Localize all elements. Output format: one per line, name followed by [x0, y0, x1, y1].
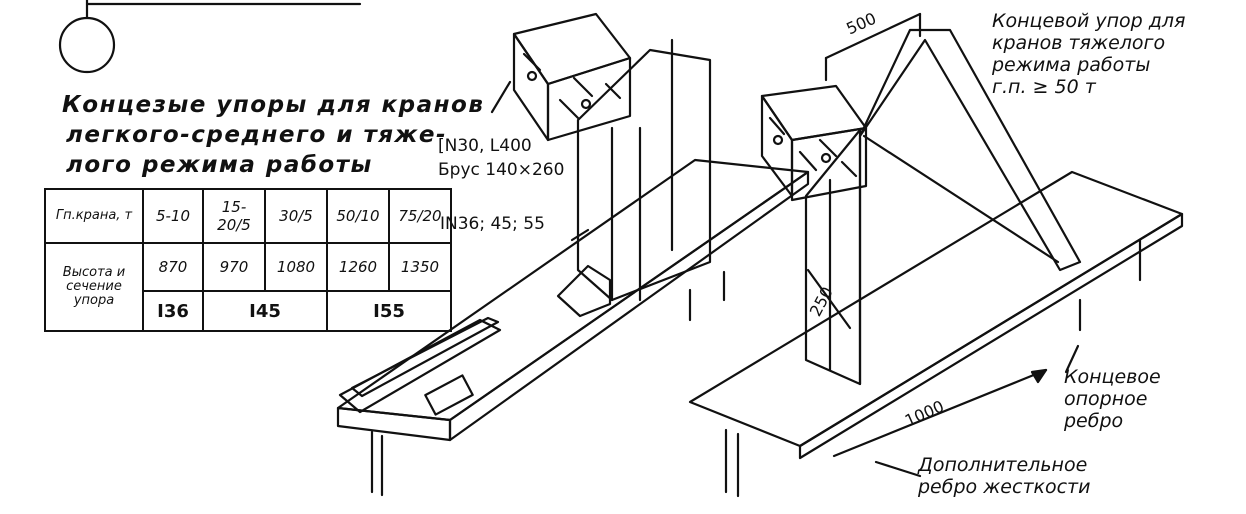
note-extra-rib: Дополнительное ребро жесткости	[918, 454, 1091, 498]
left-column	[556, 38, 712, 318]
title-line-1: Концезые упоры для кранов	[62, 92, 485, 118]
table-header-label: Гп.крана, т	[44, 188, 144, 244]
callout-channel: [N30, L400	[438, 136, 532, 156]
table-header-cell: 50/10	[326, 188, 390, 244]
title-line-3: лого режима работы	[66, 152, 373, 178]
table-height-cell: 870	[142, 242, 204, 292]
table-section-cell: I45	[202, 290, 328, 332]
leader-extra-rib	[874, 460, 922, 478]
table-height-cell: 1350	[388, 242, 452, 292]
crane-wheel-circle	[58, 16, 116, 74]
right-timber-block	[760, 84, 868, 202]
table-section-cell: I55	[326, 290, 452, 332]
left-rail	[338, 316, 502, 416]
table-header-cell: 30/5	[264, 188, 328, 244]
note-end-rib: Концевое опорное ребро	[1064, 366, 1161, 432]
dim-250-line	[806, 268, 852, 330]
left-runway-beam	[336, 158, 810, 497]
note-heavy-stop: Концевой упор для кранов тяжелого режима…	[992, 10, 1186, 98]
callout-ibeam: IN36; 45; 55	[440, 214, 545, 234]
leader-channel	[490, 80, 512, 114]
table-height-label: Высота и сечение упора	[44, 242, 144, 332]
table-height-cell: 1260	[326, 242, 390, 292]
leader-ibeam	[570, 228, 590, 242]
right-runway-plate	[688, 170, 1184, 498]
spec-table: Гп.крана, т 5-10 15-20/5 30/5 50/10 75/2…	[44, 188, 452, 332]
table-header-cell: 75/20	[388, 188, 452, 244]
left-timber-block	[512, 12, 632, 142]
dim-1000-line	[832, 368, 1048, 458]
table-height-cell: 1080	[264, 242, 328, 292]
leader-end-rib	[1064, 344, 1080, 374]
table-header-cell: 5-10	[142, 188, 204, 244]
right-incline-brace	[858, 28, 1082, 386]
table-section-cell: I36	[142, 290, 204, 332]
title-line-2: легкого-среднего и тяже-	[66, 122, 448, 148]
table-header-cell: 15-20/5	[202, 188, 266, 244]
dim-500-line	[824, 12, 922, 82]
callout-beam: Брус 140×260	[438, 160, 565, 180]
table-height-cell: 970	[202, 242, 266, 292]
